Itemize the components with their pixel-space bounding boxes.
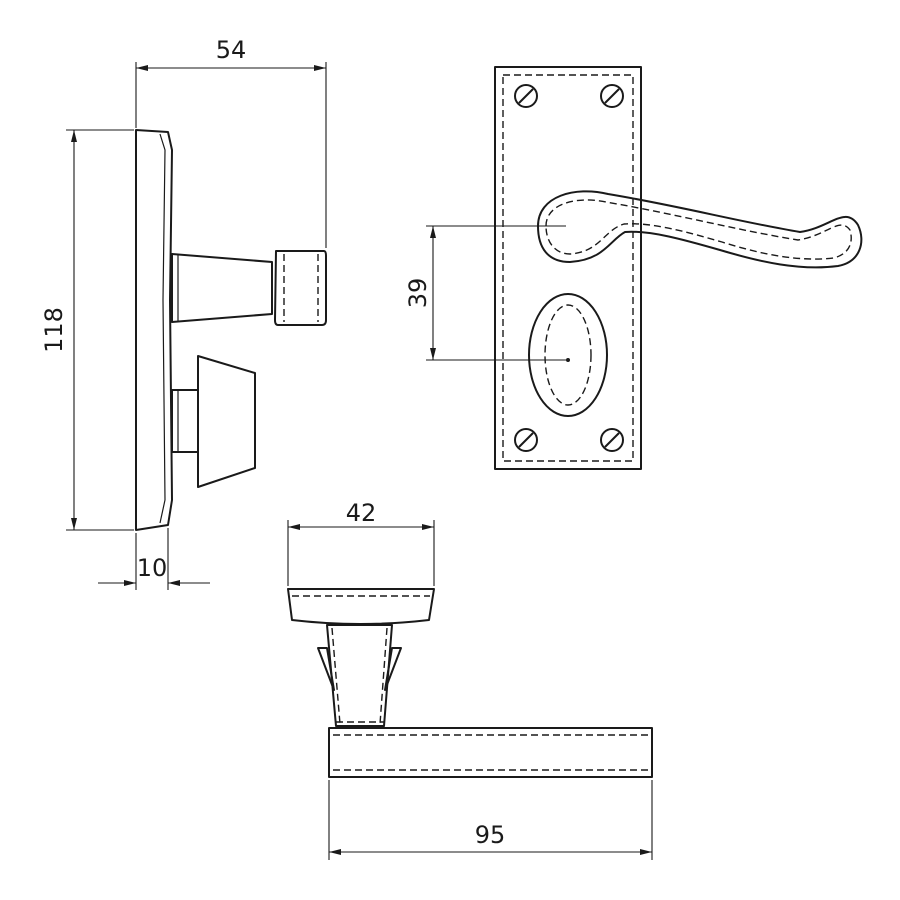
top-rose — [287, 588, 435, 625]
side-lever-end — [274, 250, 327, 326]
dim-label-spindle-to-keyhole: 39 — [404, 278, 432, 309]
dimension-rose-width: 42 — [287, 499, 435, 586]
side-turn-stem — [171, 389, 199, 453]
dimension-lever-length: 95 — [328, 780, 653, 860]
top-fin-right — [384, 647, 402, 691]
dim-label-side-width: 54 — [216, 36, 247, 64]
dim-label-plate-thickness: 10 — [137, 554, 168, 582]
dimension-spindle-to-keyhole: 39 — [404, 225, 566, 361]
screw-top-left — [514, 84, 538, 108]
top-fin-left — [317, 647, 335, 691]
dimension-side-width: 54 — [135, 36, 327, 248]
screw-top-right — [600, 84, 624, 108]
screw-bottom-left — [514, 428, 538, 452]
dim-label-side-height: 118 — [40, 307, 68, 353]
front-backplate — [494, 66, 642, 470]
side-view — [135, 129, 327, 531]
front-turn-escutcheon — [528, 293, 608, 417]
dimension-plate-thickness: 10 — [98, 528, 210, 590]
dimension-side-height: 118 — [40, 129, 134, 531]
top-view — [287, 588, 653, 778]
front-view — [494, 66, 863, 470]
top-lever-bar — [328, 727, 653, 778]
front-turn-inner — [544, 304, 592, 406]
screw-bottom-right — [600, 428, 624, 452]
side-lever-boss — [171, 253, 273, 323]
side-backplate — [135, 129, 173, 531]
dim-label-lever-length: 95 — [475, 821, 506, 849]
front-lever-handle-inner — [545, 199, 852, 260]
front-backplate-inner — [502, 74, 634, 462]
side-turn-knob — [197, 355, 256, 488]
side-backplate-edge — [159, 133, 166, 524]
top-neck — [326, 624, 393, 727]
dim-label-rose-width: 42 — [346, 499, 377, 527]
front-turn-center — [566, 358, 570, 362]
front-lever-handle — [537, 190, 863, 269]
